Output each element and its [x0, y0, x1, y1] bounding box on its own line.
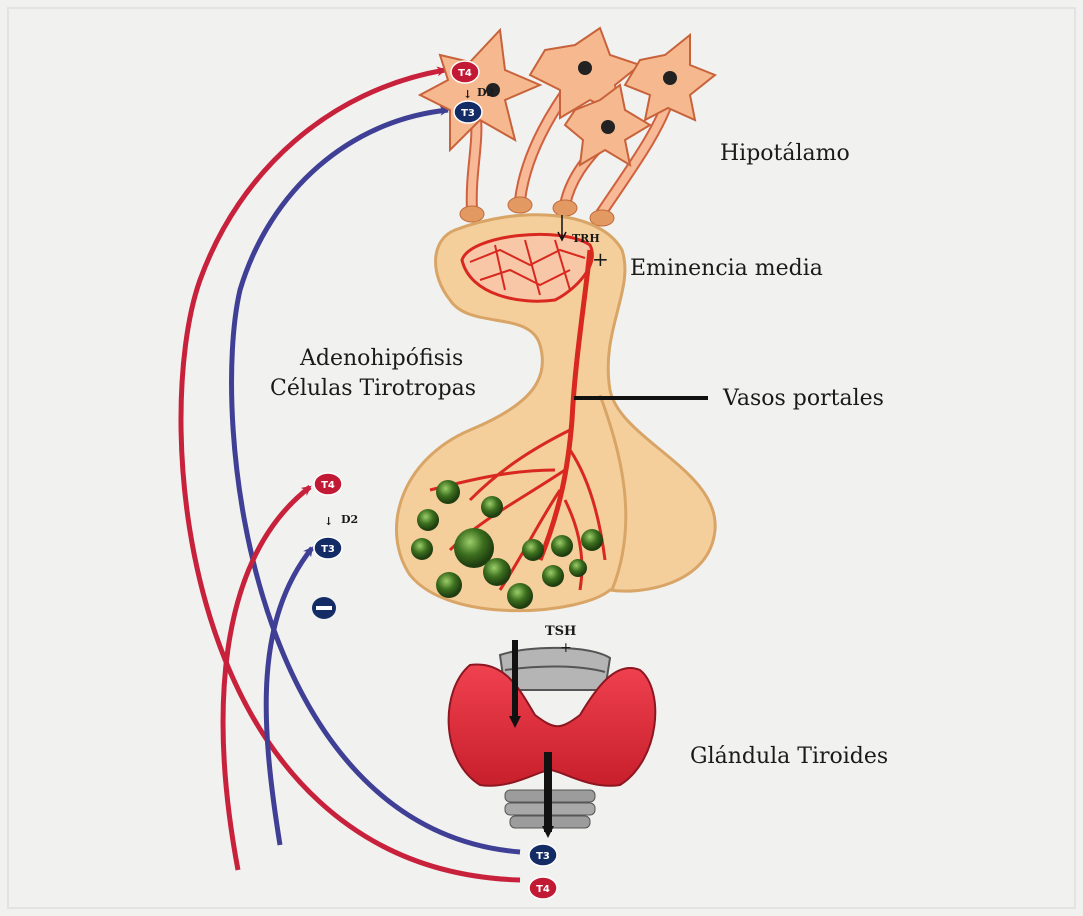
negative-feedback-badge: [312, 597, 336, 619]
label-median-eminence: Eminencia media: [630, 256, 823, 281]
label-tsh: TSH: [545, 624, 576, 639]
t3-badge-pituitary: T3: [314, 537, 342, 559]
d2-arrow-top: ↓: [463, 88, 472, 101]
svg-text:T3: T3: [321, 544, 335, 555]
t4-badge-thyroid: T4: [529, 877, 557, 899]
label-portal-vessels: Vasos portales: [722, 386, 884, 411]
trh-plus-sign: +: [592, 247, 609, 271]
label-thyrotroph-cells: Células Tirotropas: [270, 376, 476, 401]
label-d2-top: D2: [477, 86, 494, 99]
svg-text:T4: T4: [536, 884, 550, 895]
label-thyroid-gland: Glándula Tiroides: [690, 744, 888, 769]
d2-arrow-middle: ↓: [324, 515, 333, 528]
t3-badge-thyroid: T3: [529, 844, 557, 866]
label-adenohypophysis: Adenohipófisis: [299, 346, 463, 371]
svg-text:T3: T3: [461, 108, 475, 119]
svg-text:T3: T3: [536, 851, 550, 862]
label-hypothalamus: Hipotálamo: [720, 141, 850, 166]
t4-badge-pituitary: T4: [314, 473, 342, 495]
label-d2-middle: D2: [341, 513, 358, 526]
svg-text:T4: T4: [321, 480, 335, 491]
svg-text:T4: T4: [458, 68, 472, 79]
t3-badge-hypothalamus: T3: [454, 101, 482, 123]
label-trh: TRH: [572, 232, 600, 245]
t4-badge-hypothalamus: T4: [451, 61, 479, 83]
tsh-plus-sign: +: [560, 640, 572, 656]
